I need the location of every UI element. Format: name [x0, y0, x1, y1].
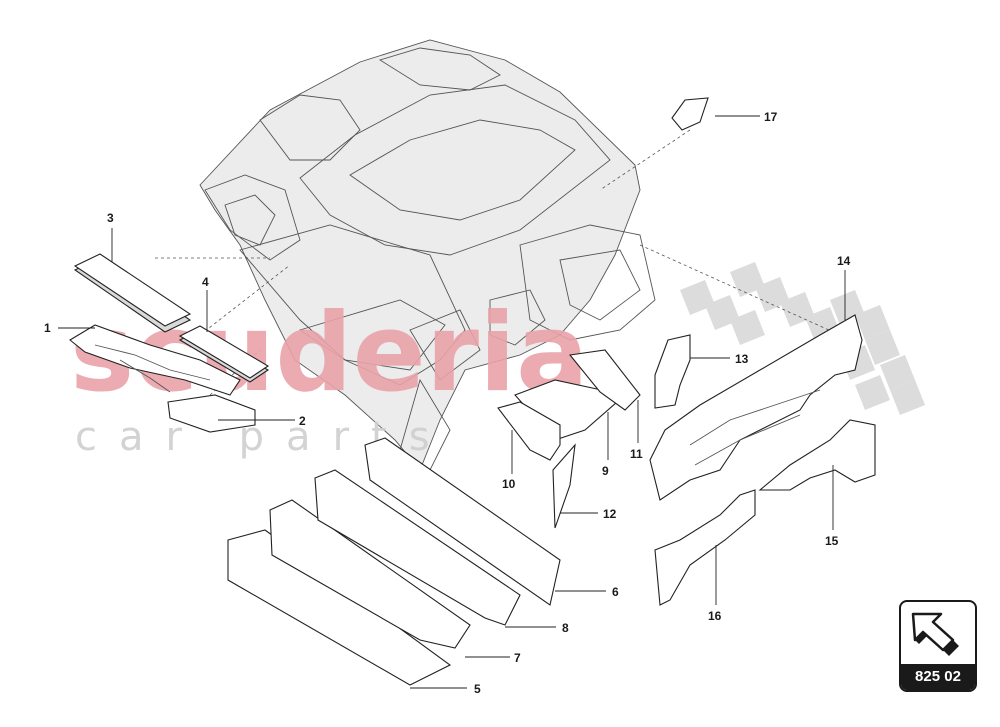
part-2[interactable] — [167, 394, 256, 433]
callout-leaders — [58, 115, 846, 689]
callout-17: 17 — [764, 110, 778, 124]
part-12[interactable] — [552, 443, 576, 529]
part-5[interactable] — [227, 529, 452, 686]
callout-5: 5 — [474, 682, 481, 696]
callout-9: 9 — [602, 464, 609, 478]
car-body-outline — [199, 39, 656, 471]
part-13[interactable] — [654, 334, 691, 409]
callout-7: 7 — [514, 651, 521, 665]
part-11[interactable] — [568, 349, 641, 411]
arrow-up-left-icon — [901, 602, 975, 664]
callout-2: 2 — [299, 414, 306, 428]
callout-6: 6 — [612, 585, 619, 599]
part-7[interactable] — [269, 499, 471, 649]
part-6[interactable] — [364, 437, 561, 606]
callout-3: 3 — [107, 211, 114, 225]
callout-14: 14 — [837, 254, 851, 268]
callout-4: 4 — [202, 275, 209, 289]
callout-13: 13 — [735, 352, 749, 366]
nav-badge-code: 825 02 — [901, 664, 975, 690]
callout-11: 11 — [630, 447, 643, 461]
part-17[interactable] — [671, 97, 709, 131]
callout-16: 16 — [708, 609, 722, 623]
callout-10: 10 — [502, 477, 516, 491]
part-16[interactable] — [654, 489, 756, 606]
callouts: 1 2 3 4 5 6 7 8 9 10 11 12 13 14 15 16 1… — [44, 110, 851, 696]
part-8[interactable] — [314, 469, 521, 626]
callout-1: 1 — [44, 321, 51, 335]
part-15[interactable] — [758, 419, 876, 491]
nav-badge-button[interactable]: 825 02 — [899, 600, 977, 692]
part-4[interactable] — [178, 325, 270, 383]
part-1[interactable] — [69, 324, 241, 396]
callout-8: 8 — [562, 621, 569, 635]
part-3[interactable] — [73, 253, 192, 333]
callout-15: 15 — [825, 534, 839, 548]
part-10[interactable] — [497, 401, 561, 461]
part-14[interactable] — [649, 314, 863, 501]
watermark-checker-flag — [680, 262, 925, 415]
callout-12: 12 — [603, 507, 617, 521]
